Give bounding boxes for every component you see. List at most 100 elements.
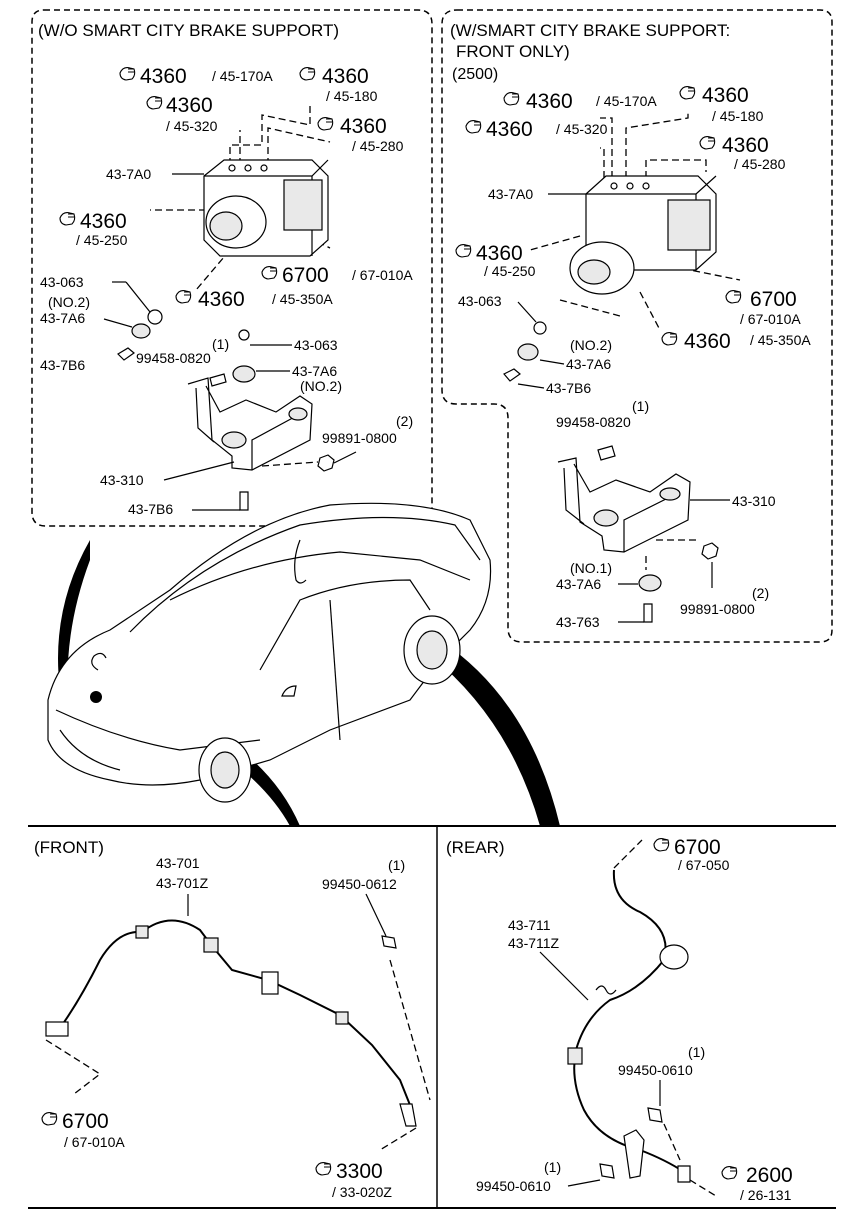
label-no2: (NO.2) <box>570 337 612 353</box>
rear-qty-b: (1) <box>544 1159 561 1175</box>
insulator-icon <box>232 365 256 383</box>
ref-sub: / 67-010A <box>352 267 413 283</box>
ref-sub: / 45-320 <box>166 118 218 134</box>
label-bolt: 43-063 <box>40 274 84 290</box>
rear-title: (REAR) <box>446 838 505 857</box>
rear-bolt-a-label: 99450-0610 <box>618 1062 693 1078</box>
label-qty: (2) <box>752 585 769 601</box>
ref-sub: / 45-250 <box>76 232 128 248</box>
label-insulator: 43-7A6 <box>556 576 601 592</box>
label-hcu: 43-7A0 <box>488 186 533 202</box>
bracket-icon <box>187 377 313 471</box>
ref-main: 4360 <box>198 288 245 311</box>
ref-sub: / 67-010A <box>64 1134 125 1150</box>
label-insulator: 43-7A6 <box>292 363 337 379</box>
ref-sub: / 67-010A <box>740 311 801 327</box>
panel-without-title: (W/O SMART CITY BRAKE SUPPORT) <box>38 21 339 40</box>
bolt-icon <box>117 347 135 361</box>
ref-sub: / 45-170A <box>596 93 657 109</box>
label-bracket: 43-310 <box>732 493 776 509</box>
ref-sub: / 45-280 <box>352 138 404 154</box>
ref-sub: / 26-131 <box>740 1187 792 1203</box>
bolt-icon <box>238 329 250 341</box>
front-sensor-label-1: 43-701 <box>156 855 200 871</box>
bolt-icon <box>239 491 249 511</box>
rear-panel: (REAR) 6700 / 67-050 43-711 43-711Z (1) … <box>446 836 793 1203</box>
label-insulator: 43-7A6 <box>566 356 611 372</box>
ref-main: 6700 <box>62 1110 109 1133</box>
ref-main: 4360 <box>684 330 731 353</box>
ref-main: 4360 <box>322 65 369 88</box>
ref-sub: / 45-350A <box>272 291 333 307</box>
rear-qty-a: (1) <box>688 1044 705 1060</box>
bracket-icon <box>557 457 691 553</box>
front-sensor-label-2: 43-701Z <box>156 875 209 891</box>
car-illustration <box>47 502 560 826</box>
bolt-icon <box>643 603 653 623</box>
frames <box>28 9 836 1209</box>
panel-with-title-1: (W/SMART CITY BRAKE SUPPORT: <box>450 21 730 40</box>
label-no2: (NO.2) <box>300 378 342 394</box>
ref-sub: / 45-180 <box>712 108 764 124</box>
panel-with-code: (2500) <box>452 66 498 83</box>
front-panel: (FRONT) 43-701 43-701Z (1) 99450-0612 67… <box>34 838 431 1200</box>
ref-sub: / 67-050 <box>678 857 730 873</box>
label-nut: 99891-0800 <box>322 430 397 446</box>
nut-icon <box>701 542 719 560</box>
ref-main: 4360 <box>340 115 387 138</box>
label-hcu: 43-7A0 <box>106 166 151 182</box>
rear-bolt-b-label: 99450-0610 <box>476 1178 551 1194</box>
label-qty: (1) <box>212 336 229 352</box>
rear-sensor-label-2: 43-711Z <box>508 935 560 951</box>
label-no1: (NO.1) <box>570 560 612 576</box>
label-qty: (1) <box>632 398 649 414</box>
ref-main: 3300 <box>336 1160 383 1183</box>
ref-sub: / 45-180 <box>326 88 378 104</box>
label-bolt: 43-763 <box>556 614 600 630</box>
ref-main: 4360 <box>476 242 523 265</box>
front-bolt-label: 99450-0612 <box>322 876 397 892</box>
ref-sub: / 45-320 <box>556 121 608 137</box>
label-bolt: 43-7B6 <box>40 357 85 373</box>
nut-icon <box>317 454 335 472</box>
rear-wheel-speed-sensor-icon <box>567 869 691 1183</box>
insulator-icon <box>131 323 151 339</box>
front-qty: (1) <box>388 857 405 873</box>
label-bolt: 43-063 <box>458 293 502 309</box>
bolt-icon <box>597 445 616 461</box>
ref-main: 4360 <box>526 90 573 113</box>
ref-sub: / 45-280 <box>734 156 786 172</box>
label-qty: (2) <box>396 413 413 429</box>
label-nut: 99891-0800 <box>680 601 755 617</box>
ref-sub: / 33-020Z <box>332 1184 392 1200</box>
panel-with-title-2: FRONT ONLY) <box>456 42 570 61</box>
panel-without: (W/O SMART CITY BRAKE SUPPORT) 4360 / 45… <box>38 21 413 517</box>
ref-main: 4360 <box>486 118 533 141</box>
ref-main: 4360 <box>140 65 187 88</box>
label-bolt: 43-7B6 <box>128 501 173 517</box>
panel-with: (W/SMART CITY BRAKE SUPPORT: FRONT ONLY)… <box>450 21 811 630</box>
label-bolt-part: 99458-0820 <box>136 350 211 366</box>
bolt-icon <box>209 373 227 387</box>
label-bolt-part: 99458-0820 <box>556 414 631 430</box>
ref-main: 4360 <box>722 134 769 157</box>
insulator-icon <box>638 574 662 592</box>
bolt-icon <box>147 309 163 325</box>
bolt-icon <box>533 321 547 335</box>
hcu-unit-icon <box>569 175 717 295</box>
ref-main: 4360 <box>702 84 749 107</box>
front-title: (FRONT) <box>34 838 104 857</box>
ref-main: 4360 <box>166 94 213 117</box>
ref-main: 4360 <box>80 210 127 233</box>
ref-sub: / 45-350A <box>750 332 811 348</box>
hcu-unit-icon <box>203 159 329 257</box>
ref-sub: / 45-250 <box>484 263 536 279</box>
label-bolt: 43-7B6 <box>546 380 591 396</box>
label-bracket: 43-310 <box>100 472 144 488</box>
rear-sensor-label-1: 43-711 <box>508 917 551 933</box>
label-insulator: 43-7A6 <box>40 310 85 326</box>
bolt-icon <box>599 1163 615 1179</box>
front-wheel-speed-sensor-icon <box>45 919 417 1127</box>
ref-main: 6700 <box>674 836 721 859</box>
